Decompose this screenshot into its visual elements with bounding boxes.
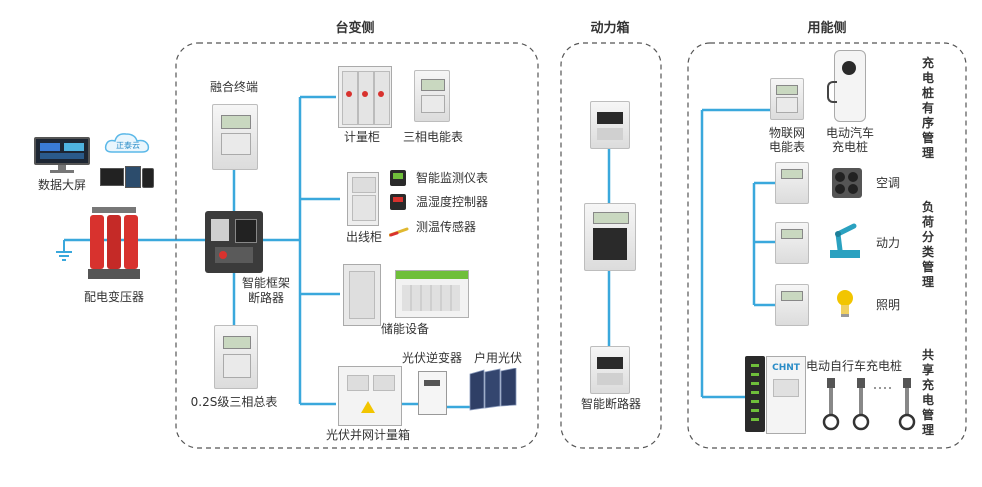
section-orderly-charging: 充电桩有序管理 bbox=[921, 56, 934, 160]
breaker-label-line1: 智能框架 bbox=[241, 276, 291, 290]
section-shared-charging: 共享充电管理 bbox=[921, 348, 934, 437]
ebike-charger-cabinet: CHNT bbox=[766, 356, 806, 434]
ev-charger-label-line1: 电动汽车 bbox=[825, 126, 875, 140]
transformer-side-boundary bbox=[175, 42, 539, 449]
temp-humidity-controller-label: 温湿度控制器 bbox=[416, 195, 489, 209]
ground-symbol bbox=[56, 240, 72, 261]
charger-brand-label: CHNT bbox=[772, 363, 800, 373]
storage-container-device bbox=[395, 270, 469, 318]
light-bulb-icon bbox=[836, 288, 854, 318]
ebike-charger-slots bbox=[745, 356, 765, 432]
ev-charger-label-line2: 充电桩 bbox=[831, 140, 869, 154]
motive-power-label: 动力 bbox=[876, 236, 901, 250]
iot-meter-device bbox=[770, 78, 804, 120]
master-meter-device bbox=[214, 325, 258, 389]
ac-label: 空调 bbox=[876, 176, 901, 190]
iot-meter-label-line2: 电能表 bbox=[768, 140, 806, 154]
energy-storage-label: 储能设备 bbox=[380, 322, 430, 336]
terminal-devices-icon bbox=[100, 166, 158, 190]
data-screen-monitor bbox=[34, 137, 90, 173]
lighting-meter-device bbox=[775, 284, 809, 326]
outlet-cabinet-device bbox=[347, 172, 379, 226]
temp-sensor-label: 测温传感器 bbox=[416, 220, 477, 234]
smart-frame-breaker-device bbox=[205, 211, 263, 273]
power-box-breaker-main bbox=[584, 203, 636, 271]
metering-cabinet-device bbox=[338, 66, 392, 128]
ac-meter-device bbox=[775, 162, 809, 204]
pv-inverter-label: 光伏逆变器 bbox=[401, 351, 463, 365]
ebike-charger-label: 电动自行车充电桩 bbox=[806, 359, 903, 373]
three-phase-meter-device bbox=[414, 70, 450, 122]
cloud-icon bbox=[104, 132, 152, 154]
power-box-breaker-bottom bbox=[590, 346, 630, 394]
data-screen-label: 数据大屏 bbox=[37, 178, 87, 192]
fusion-terminal-device bbox=[212, 104, 258, 170]
smart-monitor-label: 智能监测仪表 bbox=[416, 171, 489, 185]
iot-meter-label-line1: 物联网 bbox=[768, 126, 806, 140]
section-load-classification: 负荷分类管理 bbox=[921, 200, 934, 289]
pv-metering-box-device bbox=[338, 366, 402, 426]
header-consumption-side: 用能侧 bbox=[807, 21, 847, 36]
metering-cabinet-label: 计量柜 bbox=[343, 130, 381, 144]
three-phase-meter-label: 三相电能表 bbox=[402, 130, 464, 144]
storage-cabinet-device bbox=[343, 264, 381, 326]
pv-inverter-device bbox=[418, 371, 447, 415]
temp-humidity-controller-icon bbox=[390, 194, 406, 210]
air-conditioner-icon bbox=[832, 168, 862, 198]
ebike-icon-3 bbox=[894, 376, 920, 432]
header-power-box: 动力箱 bbox=[590, 21, 630, 36]
ebike-icon-2 bbox=[848, 376, 874, 432]
household-pv-label: 户用光伏 bbox=[473, 351, 523, 365]
motive-meter-device bbox=[775, 222, 809, 264]
header-transformer-side: 台变侧 bbox=[335, 21, 375, 36]
ev-charger-device bbox=[827, 50, 866, 122]
master-meter-label: 0.2S级三相总表 bbox=[190, 395, 278, 409]
distribution-transformer-icon bbox=[88, 207, 140, 281]
household-pv-panels-icon bbox=[468, 367, 518, 412]
outlet-cabinet-label: 出线柜 bbox=[345, 230, 383, 244]
lighting-label: 照明 bbox=[876, 298, 901, 312]
pv-metering-box-label: 光伏并网计量箱 bbox=[325, 428, 411, 442]
temp-sensor-icon bbox=[388, 222, 409, 237]
power-box-boundary bbox=[560, 42, 662, 449]
transformer-label: 配电变压器 bbox=[83, 290, 145, 304]
consumption-side-boundary bbox=[687, 42, 967, 449]
fusion-terminal-label: 融合终端 bbox=[209, 80, 259, 94]
smart-monitor-icon bbox=[390, 170, 406, 186]
power-box-breaker-top bbox=[590, 101, 630, 149]
cloud-label: 正泰云 bbox=[116, 141, 140, 150]
ebike-icon-1 bbox=[818, 376, 844, 432]
robot-arm-icon bbox=[826, 220, 866, 260]
breaker-label-line2: 断路器 bbox=[247, 291, 285, 305]
smart-breaker-label: 智能断路器 bbox=[580, 397, 642, 411]
